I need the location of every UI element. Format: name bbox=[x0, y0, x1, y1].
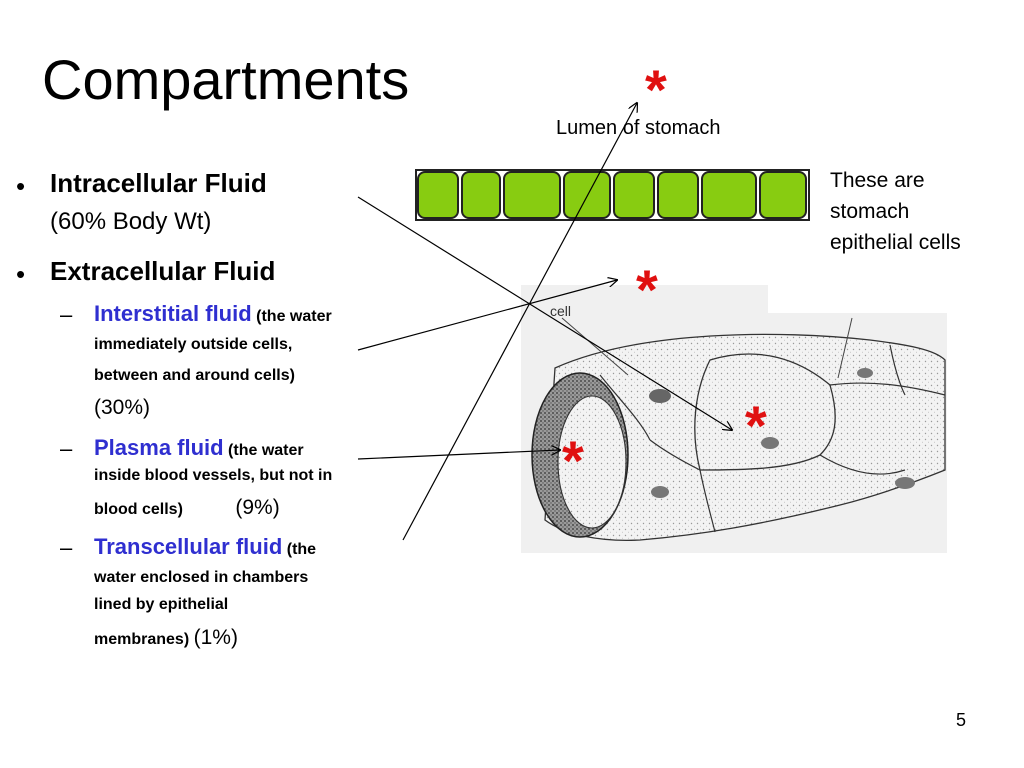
intracellular-percent: (60% Body Wt) bbox=[50, 208, 212, 235]
epithelial-cell bbox=[503, 171, 561, 219]
cell-label: cell bbox=[550, 303, 572, 319]
plasma-heading: Plasma fluid bbox=[94, 435, 224, 460]
transcellular-heading: Transcellular fluid bbox=[94, 534, 283, 559]
bullet-dot: • bbox=[16, 171, 26, 201]
epithelial-cell bbox=[701, 171, 757, 219]
star-lumen: * bbox=[645, 58, 667, 121]
interstitial-line-3: between and around cells) bbox=[94, 367, 295, 384]
interstitial-heading: Interstitial fluid bbox=[94, 301, 252, 326]
extracellular-heading: Extracellular Fluid bbox=[50, 256, 276, 286]
pointer-lines bbox=[357, 103, 732, 541]
epithelial-cell bbox=[657, 171, 699, 219]
epithelial-cell bbox=[613, 171, 655, 219]
transcellular-percent: (1%) bbox=[193, 626, 238, 649]
bullet-dot: • bbox=[16, 259, 26, 289]
star-plasma: * bbox=[562, 429, 584, 492]
plasma-line-1: Plasma fluid (the water bbox=[94, 435, 304, 460]
epithelial-cell bbox=[759, 171, 807, 219]
plasma-line-3: blood cells) (9%) bbox=[94, 496, 280, 519]
star-interstitial: * bbox=[636, 258, 658, 321]
page-title: Compartments bbox=[42, 48, 410, 111]
blood-vessel-illustration bbox=[521, 283, 948, 553]
dash-marker: – bbox=[60, 535, 73, 560]
interstitial-percent: (30%) bbox=[94, 396, 151, 419]
epithelial-cell bbox=[417, 171, 459, 219]
epithelial-cell bbox=[461, 171, 501, 219]
dash-marker: – bbox=[60, 436, 73, 461]
transcellular-line-3: lined by epithelial bbox=[94, 596, 229, 613]
interstitial-line-2: immediately outside cells, bbox=[94, 336, 293, 353]
epithelial-note: These are stomach epithelial cells bbox=[830, 169, 961, 254]
page-number: 5 bbox=[955, 710, 966, 730]
transcellular-line-4: membranes) (1%) bbox=[94, 626, 238, 649]
plasma-percent: (9%) bbox=[235, 496, 280, 519]
interstitial-line-1: Interstitial fluid (the water bbox=[94, 301, 332, 326]
star-intracellular: * bbox=[745, 394, 767, 457]
plasma-line-2: inside blood vessels, but not in bbox=[94, 467, 333, 484]
transcellular-line-1: Transcellular fluid (the bbox=[94, 534, 317, 559]
epithelial-cell bbox=[563, 171, 611, 219]
epithelial-cell-row bbox=[415, 169, 810, 221]
transcellular-line-2: water enclosed in chambers bbox=[94, 569, 309, 586]
lumen-label: Lumen of stomach bbox=[556, 117, 721, 139]
dash-marker: – bbox=[60, 302, 73, 327]
intracellular-heading: Intracellular Fluid bbox=[50, 168, 267, 198]
